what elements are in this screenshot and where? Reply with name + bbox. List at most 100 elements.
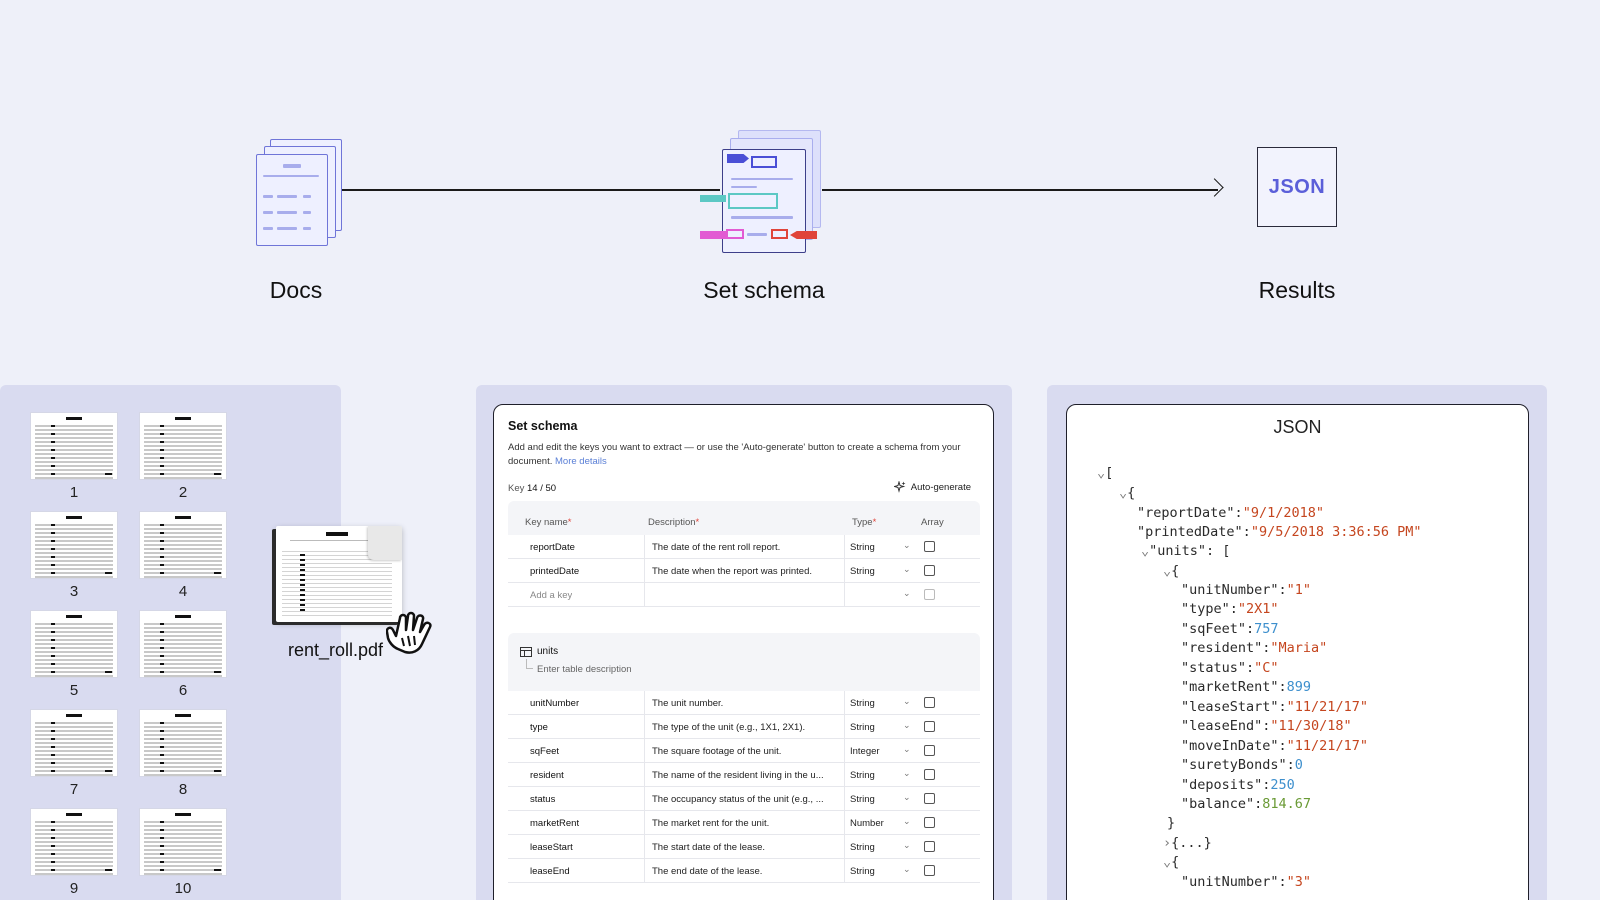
key-name-field[interactable]: leaseStart: [530, 842, 573, 853]
key-name-field[interactable]: type: [530, 722, 548, 733]
type-select[interactable]: Number: [850, 818, 884, 829]
page-thumbnail[interactable]: [31, 512, 117, 578]
schema-row[interactable]: reportDate The date of the rent roll repo…: [508, 535, 980, 559]
chevron-down-icon[interactable]: ⌄: [1163, 563, 1172, 579]
type-select[interactable]: String: [850, 542, 875, 553]
array-checkbox[interactable]: [924, 541, 935, 552]
schema-row[interactable]: printedDate The date when the report was …: [508, 559, 980, 583]
page-thumbnail[interactable]: [31, 413, 117, 479]
page-number: 5: [69, 682, 79, 699]
array-checkbox[interactable]: [924, 865, 935, 876]
chevron-down-icon[interactable]: ⌄: [903, 564, 911, 574]
page-number: 1: [69, 484, 79, 501]
description-field[interactable]: The end date of the lease.: [652, 866, 763, 877]
key-name-field[interactable]: marketRent: [530, 818, 580, 829]
page-number: 6: [178, 682, 188, 699]
page-thumbnail[interactable]: [140, 512, 226, 578]
array-checkbox[interactable]: [924, 769, 935, 780]
page-thumbnail[interactable]: [140, 809, 226, 875]
chevron-down-icon[interactable]: ⌄: [903, 696, 911, 706]
key-name-field[interactable]: printedDate: [530, 566, 580, 577]
top-level-keys-table: Key name* Description* Type* Array repor…: [508, 501, 980, 625]
type-select[interactable]: Integer: [850, 746, 880, 757]
chevron-down-icon[interactable]: ⌄: [903, 588, 911, 598]
schema-row[interactable]: leaseEnd The end date of the lease. String…: [508, 859, 980, 883]
page-thumbnail[interactable]: [140, 710, 226, 776]
more-details-link[interactable]: More details: [555, 456, 607, 467]
description-field[interactable]: The date of the rent roll report.: [652, 542, 781, 553]
header-description: Description*: [648, 517, 700, 528]
page-thumbnail[interactable]: [140, 413, 226, 479]
page-number: 10: [174, 880, 192, 897]
key-name-field[interactable]: sqFeet: [530, 746, 560, 757]
chevron-down-icon[interactable]: ⌄: [903, 816, 911, 826]
chevron-down-icon[interactable]: ⌄: [1097, 465, 1106, 481]
key-name-field[interactable]: leaseEnd: [530, 866, 570, 877]
chevron-down-icon[interactable]: ⌄: [903, 720, 911, 730]
array-checkbox[interactable]: [924, 817, 935, 828]
page-thumbnail[interactable]: [31, 611, 117, 677]
add-key-input[interactable]: Add a key: [530, 590, 573, 601]
schema-row[interactable]: status The occupancy status of the unit (…: [508, 787, 980, 811]
page-thumbnail[interactable]: [31, 710, 117, 776]
chevron-down-icon[interactable]: ⌄: [1141, 543, 1150, 559]
chevron-right-icon[interactable]: ›: [1163, 835, 1172, 851]
schema-row[interactable]: resident The name of the resident living …: [508, 763, 980, 787]
type-select[interactable]: String: [850, 698, 875, 709]
schema-row[interactable]: leaseStart The start date of the lease. St…: [508, 835, 980, 859]
description-field[interactable]: The square footage of the unit.: [652, 746, 782, 757]
page-number: 9: [69, 880, 79, 897]
schema-row[interactable]: type The type of the unit (e.g., 1X1, 2X1…: [508, 715, 980, 739]
array-checkbox[interactable]: [924, 589, 935, 600]
chevron-down-icon[interactable]: ⌄: [903, 840, 911, 850]
schema-row[interactable]: sqFeet The square footage of the unit. Int…: [508, 739, 980, 763]
schema-row[interactable]: marketRent The market rent for the unit. N…: [508, 811, 980, 835]
array-checkbox[interactable]: [924, 721, 935, 732]
chevron-down-icon[interactable]: ⌄: [903, 864, 911, 874]
type-select[interactable]: String: [850, 566, 875, 577]
chevron-down-icon[interactable]: ⌄: [903, 768, 911, 778]
array-checkbox[interactable]: [924, 841, 935, 852]
header-key-name: Key name*: [525, 517, 572, 528]
auto-generate-button[interactable]: Auto-generate: [893, 481, 971, 493]
add-key-row[interactable]: Add a key ⌄: [508, 583, 980, 607]
hand-cursor-icon: [386, 611, 432, 654]
type-select[interactable]: String: [850, 722, 875, 733]
page-thumbnail[interactable]: [140, 611, 226, 677]
table-icon: [520, 647, 532, 657]
description-field[interactable]: The type of the unit (e.g., 1X1, 2X1).: [652, 722, 806, 733]
chevron-down-icon[interactable]: ⌄: [903, 744, 911, 754]
column-divider: [844, 535, 845, 607]
description-field[interactable]: The start date of the lease.: [652, 842, 766, 853]
type-select[interactable]: String: [850, 794, 875, 805]
description-field[interactable]: The name of the resident living in the u…: [652, 770, 824, 781]
chevron-down-icon[interactable]: ⌄: [903, 540, 911, 550]
description-field[interactable]: The occupancy status of the unit (e.g., …: [652, 794, 824, 805]
description-field[interactable]: The unit number.: [652, 698, 724, 709]
array-checkbox[interactable]: [924, 793, 935, 804]
array-checkbox[interactable]: [924, 745, 935, 756]
description-field[interactable]: The market rent for the unit.: [652, 818, 770, 829]
header-type: Type*: [852, 517, 877, 528]
table-description-input[interactable]: Enter table description: [537, 664, 632, 675]
column-divider: [844, 691, 845, 883]
key-name-field[interactable]: status: [530, 794, 556, 805]
dragged-file-name: rent_roll.pdf: [288, 640, 384, 660]
key-name-field[interactable]: resident: [530, 770, 564, 781]
chevron-down-icon[interactable]: ⌄: [1163, 854, 1172, 870]
key-name-field[interactable]: unitNumber: [530, 698, 580, 709]
key-name-field[interactable]: reportDate: [530, 542, 575, 553]
page-number: 2: [178, 484, 188, 501]
description-field[interactable]: The date when the report was printed.: [652, 566, 813, 577]
type-select[interactable]: String: [850, 770, 875, 781]
type-select[interactable]: String: [850, 842, 875, 853]
schema-row[interactable]: unitNumber The unit number. String ⌄: [508, 691, 980, 715]
chevron-down-icon[interactable]: ⌄: [903, 792, 911, 802]
array-checkbox[interactable]: [924, 565, 935, 576]
chevron-down-icon[interactable]: ⌄: [1119, 485, 1128, 501]
page-thumbnail[interactable]: [31, 809, 117, 875]
type-select[interactable]: String: [850, 866, 875, 877]
key-counter: Key 14 / 50: [508, 483, 557, 494]
dragged-file-thumbnail[interactable]: [276, 526, 402, 622]
array-checkbox[interactable]: [924, 697, 935, 708]
